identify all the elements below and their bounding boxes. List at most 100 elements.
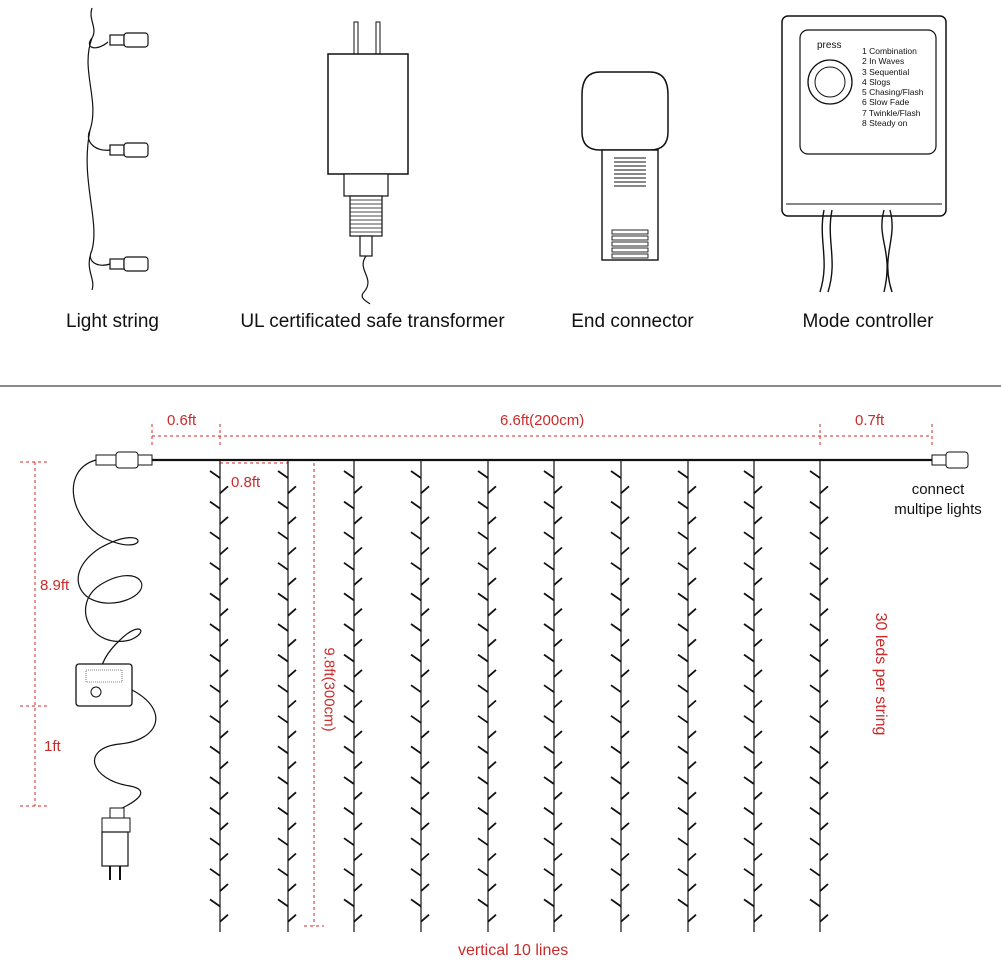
led (477, 562, 489, 571)
led (420, 608, 430, 617)
led (610, 806, 622, 816)
led (219, 822, 229, 831)
led (753, 516, 763, 525)
wire (86, 7, 111, 291)
led (277, 837, 289, 846)
led (219, 516, 229, 525)
led (277, 745, 289, 755)
led (420, 485, 430, 494)
led (353, 608, 363, 617)
led (353, 822, 363, 831)
adapter-body (327, 53, 409, 175)
led (819, 761, 829, 770)
led (819, 699, 829, 709)
led (753, 761, 763, 770)
led (543, 898, 555, 908)
led (743, 868, 755, 877)
led (343, 592, 355, 602)
led (487, 608, 497, 617)
caption-light-string: Light string (66, 311, 159, 332)
dc-pin (359, 235, 373, 257)
led (209, 715, 221, 724)
led (477, 776, 489, 785)
led (477, 653, 489, 663)
led (543, 592, 555, 602)
led (420, 669, 430, 678)
led (753, 577, 763, 586)
led (287, 669, 297, 678)
led (753, 883, 763, 892)
led (277, 592, 289, 602)
light-string-icon (86, 7, 149, 291)
led (677, 470, 689, 479)
mode-controller-icon (781, 15, 947, 293)
led (677, 684, 689, 693)
led (620, 699, 630, 709)
led (343, 500, 355, 510)
led (743, 776, 755, 785)
led (287, 516, 297, 525)
led (410, 470, 422, 479)
led (677, 715, 689, 724)
dim-cord-length: 8.9ft (40, 577, 70, 594)
led (487, 485, 497, 494)
led (420, 883, 430, 892)
led (610, 592, 622, 602)
led (809, 653, 821, 663)
led (687, 852, 697, 862)
led (410, 562, 422, 571)
led (353, 516, 363, 525)
mode-list: 1 Combination 2 In Waves 3 Sequential 4 … (862, 46, 923, 128)
mode-item: 2 In Waves (862, 56, 905, 67)
led (277, 531, 289, 540)
led (420, 791, 430, 800)
led (353, 546, 363, 556)
led-string (209, 460, 229, 932)
led (420, 546, 430, 556)
led (420, 516, 430, 525)
led (277, 562, 289, 571)
led (809, 531, 821, 540)
led (209, 806, 221, 816)
led (277, 470, 289, 479)
led-string (277, 460, 297, 932)
led (410, 898, 422, 908)
led (287, 638, 297, 647)
led (819, 914, 829, 923)
led (543, 684, 555, 693)
led (819, 546, 829, 556)
led (677, 531, 689, 540)
led (487, 822, 497, 831)
led-bulb-icon (109, 142, 149, 158)
led (410, 500, 422, 510)
led (620, 669, 630, 678)
mode-item: 6 Slow Fade (862, 97, 910, 108)
led (543, 776, 555, 785)
led (287, 577, 297, 586)
led (209, 653, 221, 663)
led (819, 791, 829, 800)
led (277, 684, 289, 693)
led (410, 868, 422, 877)
led (219, 546, 229, 556)
led (553, 546, 563, 556)
led (477, 592, 489, 602)
led (353, 699, 363, 709)
led (487, 883, 497, 892)
led (677, 592, 689, 602)
led (543, 806, 555, 816)
led (277, 776, 289, 785)
led (420, 699, 430, 709)
led (819, 822, 829, 831)
led (287, 914, 297, 923)
power-plug-icon (101, 807, 131, 880)
led (543, 562, 555, 571)
led (209, 898, 221, 908)
led (753, 791, 763, 800)
press-label: press (817, 40, 842, 51)
led (543, 715, 555, 724)
led (687, 822, 697, 831)
led (543, 653, 555, 663)
led (287, 822, 297, 831)
led (277, 806, 289, 816)
